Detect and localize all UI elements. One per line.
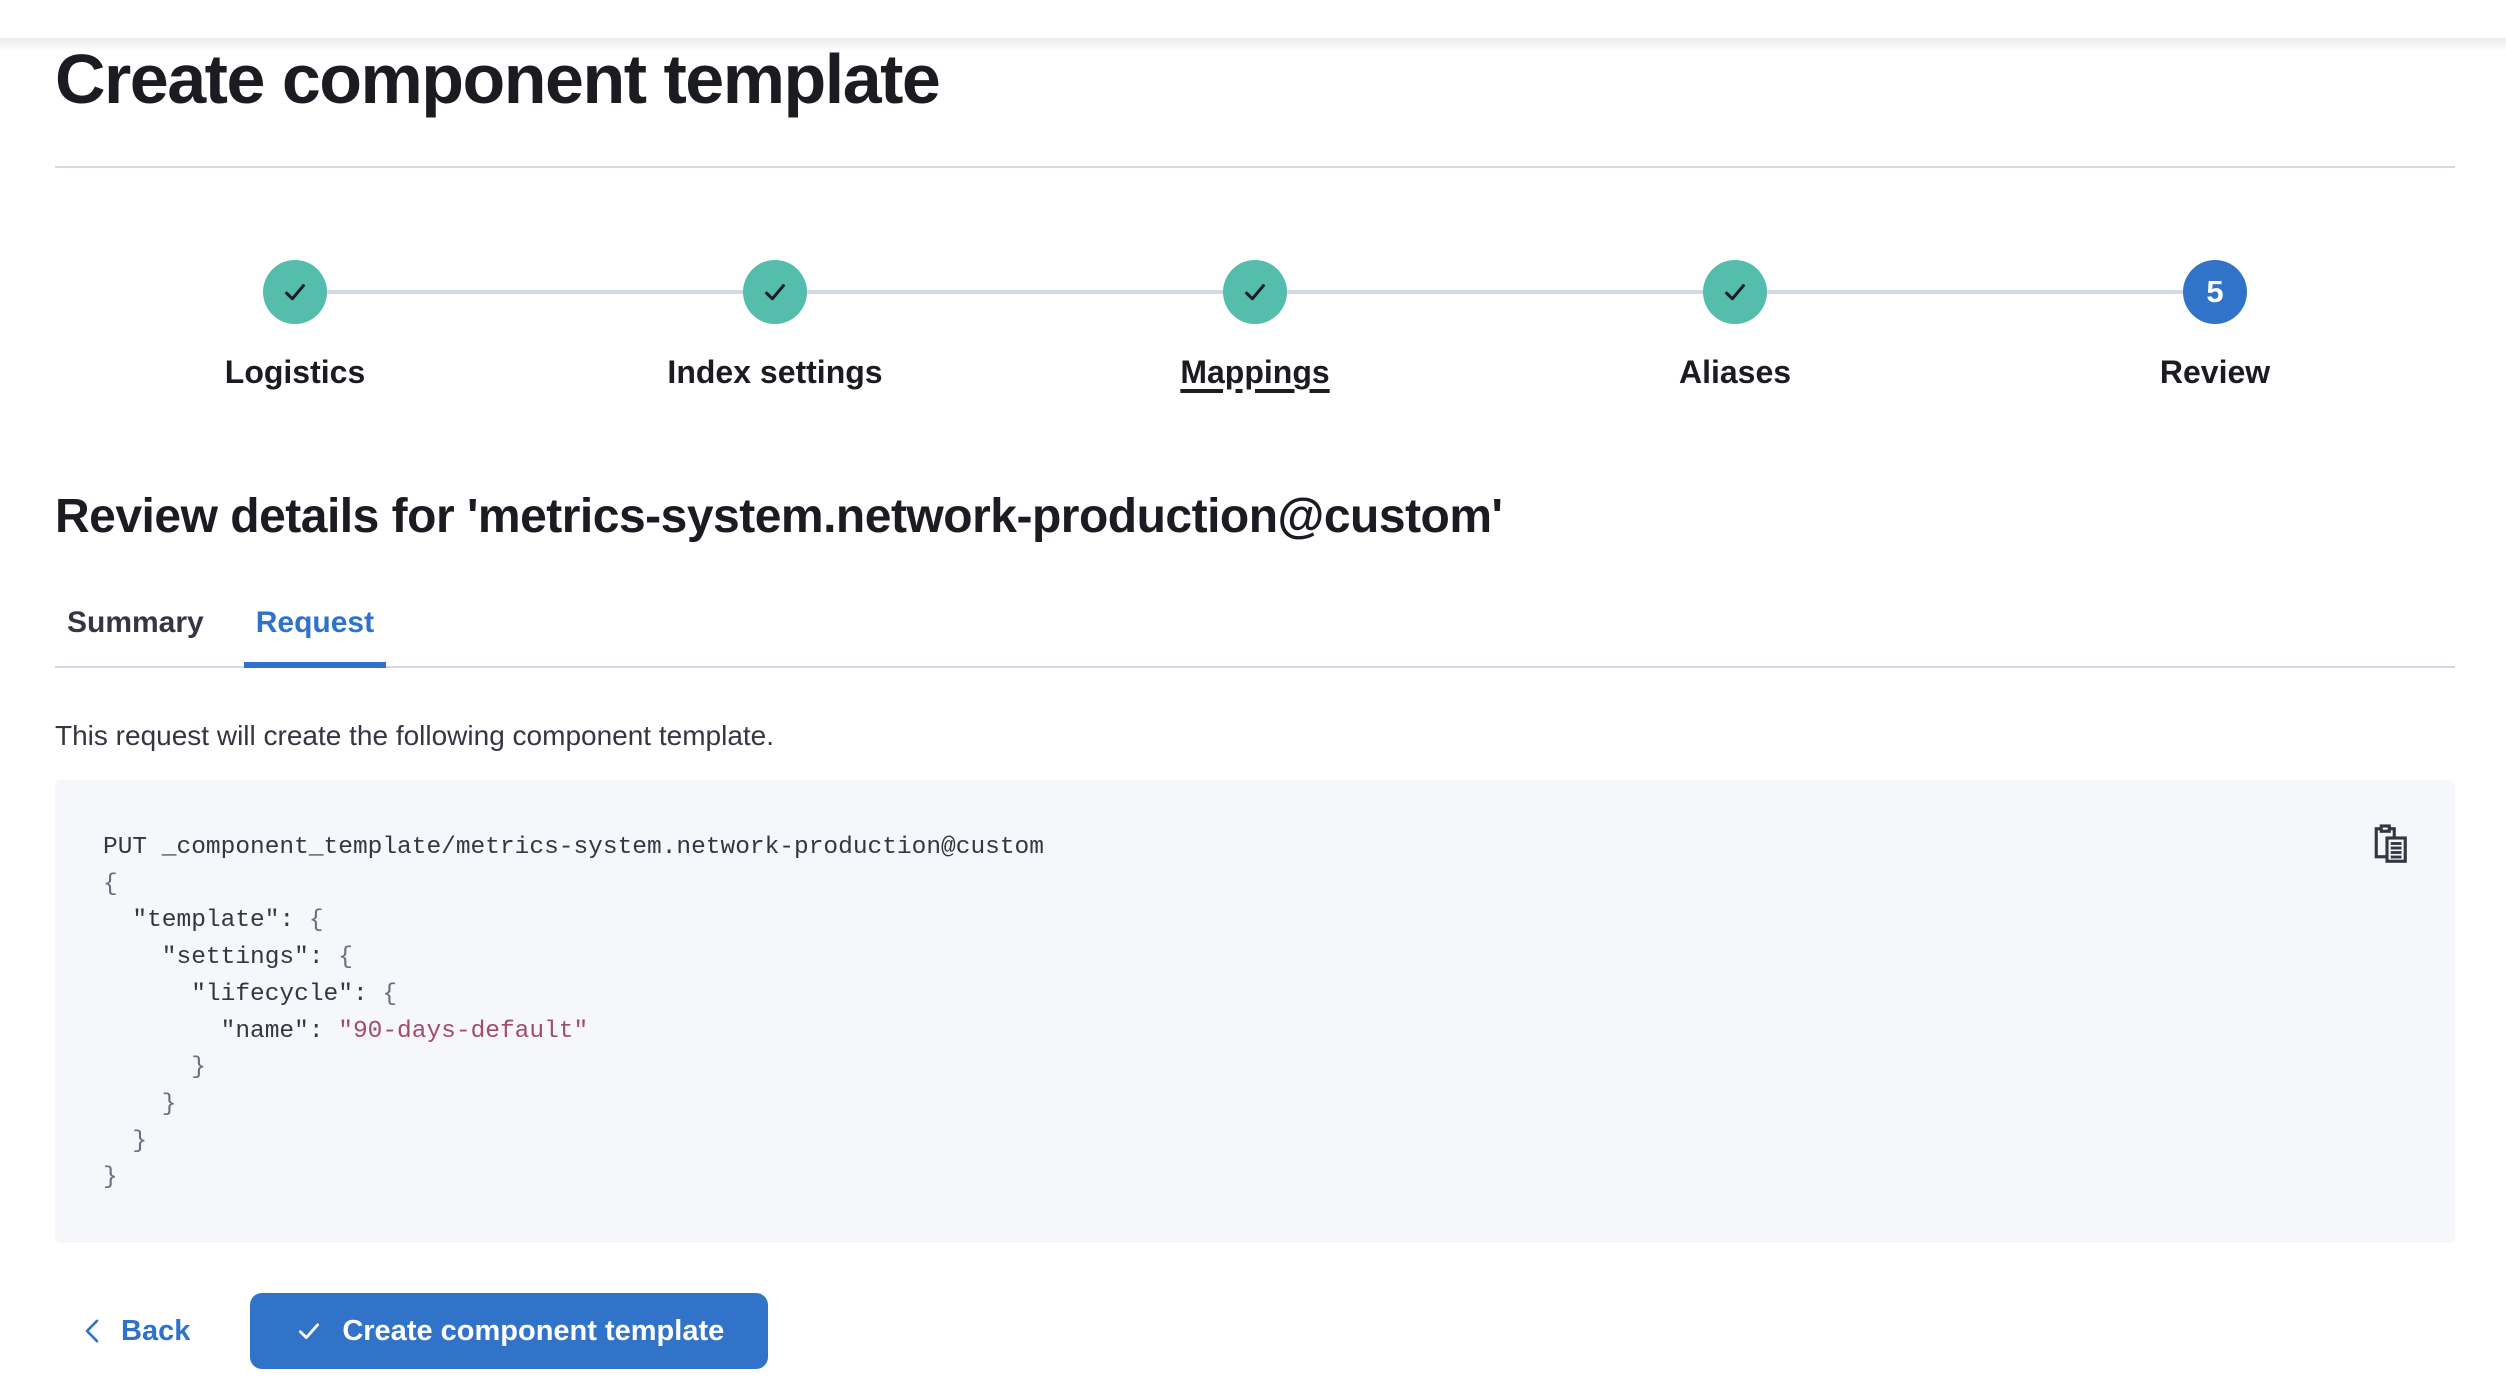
title-divider (55, 166, 2455, 168)
create-button-label: Create component template (342, 1314, 725, 1347)
check-icon (285, 284, 305, 301)
step-label[interactable]: Index settings (667, 354, 883, 390)
step-label[interactable]: Aliases (1678, 354, 1792, 390)
review-heading: Review details for 'metrics-system.netwo… (55, 490, 1503, 543)
chevron-left-icon (85, 1319, 99, 1343)
step-complete-circle[interactable] (743, 260, 807, 324)
back-button-label: Back (121, 1314, 191, 1347)
step-complete-circle[interactable] (1703, 260, 1767, 324)
step-mappings[interactable]: Mappings (1015, 260, 1495, 392)
step-index-settings[interactable]: Index settings (535, 260, 1015, 392)
request-code-block: PUT _component_template/metrics-system.n… (55, 780, 2455, 1244)
footer-actions: Back Create component template (55, 1293, 2455, 1370)
request-description: This request will create the following c… (55, 720, 775, 751)
step-complete-circle[interactable] (263, 260, 327, 324)
step-label[interactable]: Logistics (224, 354, 366, 390)
create-component-template-button[interactable]: Create component template (250, 1293, 769, 1370)
check-icon (299, 1323, 320, 1339)
copy-clipboard-icon (2374, 824, 2407, 863)
review-tabs: Summary Request (55, 604, 2455, 668)
check-icon (1725, 284, 1745, 301)
tab-request[interactable]: Request (243, 604, 387, 668)
back-button[interactable]: Back (55, 1293, 214, 1369)
check-icon (1245, 284, 1265, 301)
step-complete-circle[interactable] (1223, 260, 1287, 324)
step-aliases[interactable]: Aliases (1495, 260, 1975, 392)
step-label: Review (2159, 354, 2271, 390)
request-code: PUT _component_template/metrics-system.n… (103, 834, 1044, 1192)
page-title: Create component template (55, 40, 941, 118)
copy-clipboard-button[interactable] (2369, 822, 2413, 866)
step-number: 5 (2206, 274, 2224, 309)
check-icon (765, 284, 785, 301)
step-label[interactable]: Mappings (1180, 354, 1330, 390)
step-logistics[interactable]: Logistics (55, 260, 535, 392)
step-current-circle: 5 (2183, 260, 2247, 324)
tab-summary[interactable]: Summary (55, 604, 216, 668)
